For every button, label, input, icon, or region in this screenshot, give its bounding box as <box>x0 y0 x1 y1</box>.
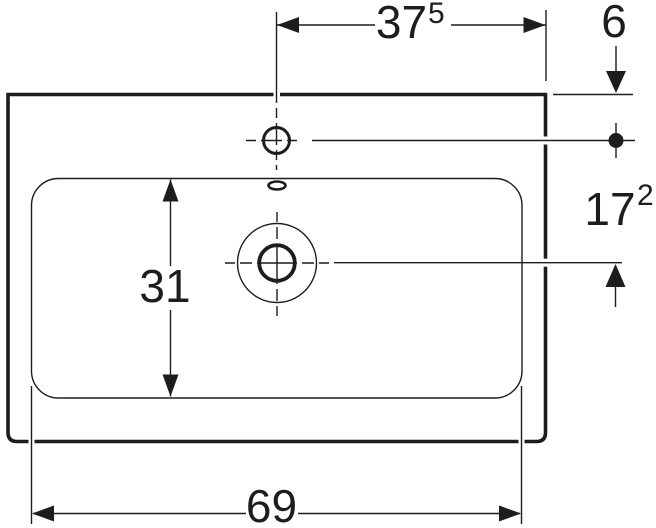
washbasin-outline <box>6 92 548 444</box>
dim-label-17: 17 <box>584 183 635 235</box>
arrow-right-icon <box>499 505 521 522</box>
arrow-down-icon <box>606 71 626 93</box>
dim-label-31: 31 <box>139 260 190 312</box>
arrow-left-icon <box>277 17 299 33</box>
dim-label-37: 37 <box>376 0 427 48</box>
arrow-up-icon <box>162 179 179 202</box>
dim-label-17-sup: 2 <box>637 179 654 212</box>
dim-label-69: 69 <box>246 480 297 528</box>
arrow-down-icon <box>162 374 179 397</box>
tap-hole <box>262 126 291 155</box>
drain-hole <box>257 243 297 283</box>
dim-label-37-sup: 5 <box>428 0 445 30</box>
reference-dot <box>608 133 624 148</box>
drain-outer-circle <box>236 222 318 304</box>
arrow-left-icon <box>32 505 54 522</box>
overflow-hole <box>267 180 287 191</box>
basin-outline <box>30 177 523 399</box>
arrow-right-icon <box>523 17 546 33</box>
dim-label-6: 6 <box>601 0 627 47</box>
arrow-up-icon <box>605 264 626 287</box>
